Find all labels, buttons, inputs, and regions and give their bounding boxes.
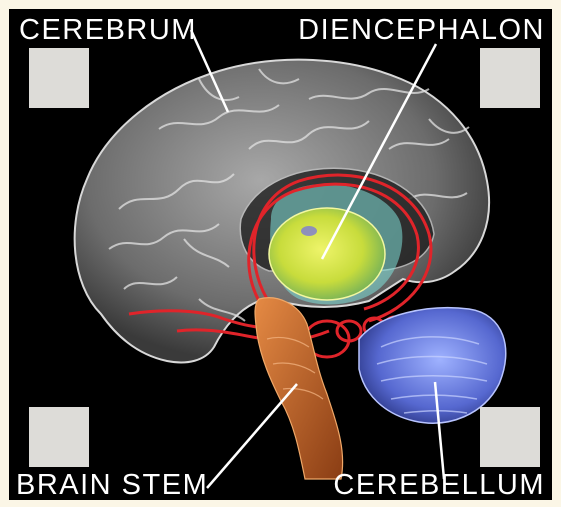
brain-stem-pointer (207, 384, 297, 488)
brain-stem-label: BRAIN STEM (16, 471, 208, 500)
placeholder-box-bottom-left (29, 407, 89, 467)
placeholder-box-top-left (29, 48, 89, 108)
brain-stem-shape (255, 298, 343, 479)
cerebellum-shape (359, 308, 506, 423)
diagram-canvas: CEREBRUM DIENCEPHALON BRAIN STEM CEREBEL… (9, 9, 552, 500)
cerebrum-label: CEREBRUM (19, 16, 197, 45)
diencephalon-label: DIENCEPHALON (298, 16, 545, 45)
placeholder-box-top-right (480, 48, 540, 108)
placeholder-box-bottom-right (480, 407, 540, 467)
brain-illustration (9, 9, 552, 500)
cerebellum-label: CEREBELLUM (333, 471, 545, 500)
